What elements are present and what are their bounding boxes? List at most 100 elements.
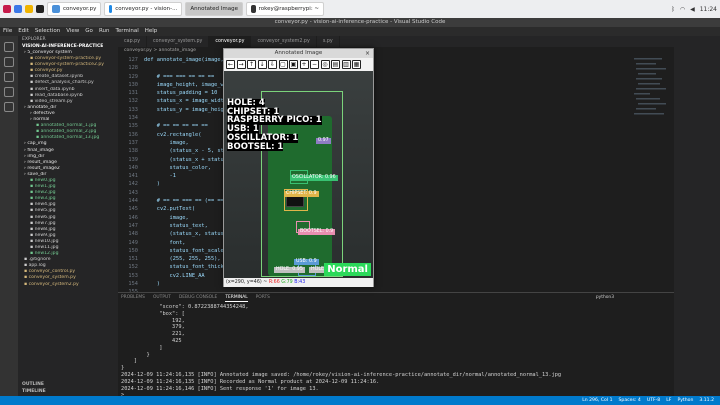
editor-tab[interactable]: cap.py <box>118 36 148 47</box>
folder-item[interactable]: › result_image2 <box>18 166 118 172</box>
minimap[interactable] <box>630 54 674 292</box>
explorer-icon[interactable] <box>4 42 14 52</box>
status-item[interactable]: Spaces: 4 <box>618 398 641 403</box>
image-window-titlebar[interactable]: Annotated Image × <box>224 49 373 58</box>
panel-tab-ports[interactable]: PORTS <box>255 295 270 300</box>
panel-tab-output[interactable]: OUTPUT <box>152 295 171 300</box>
folder-item[interactable]: › annotate_dir <box>18 105 118 111</box>
file-item[interactable]: ▪ new10.jpg <box>18 239 118 245</box>
panel-tab-debug-console[interactable]: DEBUG CONSOLE <box>178 295 218 300</box>
properties-icon[interactable]: ▦ <box>352 60 361 69</box>
taskbar-app-1[interactable]: conveyor.py - vision-... <box>104 2 183 16</box>
folder-item[interactable]: › defective <box>18 111 118 117</box>
bluetooth-icon[interactable]: ᛒ <box>671 5 675 13</box>
taskbar-app-3[interactable]: rokey@raspberrypi: ~ <box>246 2 325 16</box>
terminal-output[interactable]: "score": 0.8722388744354248, "box": [ 19… <box>118 302 674 399</box>
folder-icon[interactable] <box>25 5 33 13</box>
menu-edit[interactable]: Edit <box>18 28 29 34</box>
folder-item[interactable]: › cap_img <box>18 141 118 147</box>
arrow-up-icon[interactable]: ↑ <box>247 60 256 69</box>
file-item[interactable]: ▪ new0.jpg <box>18 178 118 184</box>
raspberry-menu-icon[interactable] <box>3 5 11 13</box>
taskbar-app-0[interactable]: conveyor.py <box>47 2 102 16</box>
file-item[interactable]: ▪ conveyor-system-practice2.py <box>18 62 118 68</box>
file-item[interactable]: ▪ video_stream.py <box>18 99 118 105</box>
menu-file[interactable]: File <box>3 28 13 34</box>
folder-item[interactable]: › 5_conveyor system <box>18 50 118 56</box>
file-item[interactable]: ▪ new12.jpg <box>18 251 118 257</box>
file-item[interactable]: ▪ conveyor-system-practice.py <box>18 56 118 62</box>
arrow-left-icon[interactable]: ← <box>226 60 235 69</box>
folder-item[interactable]: › img_dir <box>18 154 118 160</box>
annotated-photo[interactable]: 0.97 OSCILLATOR: 0.96 CHIPSET: 0.9 BOOTS… <box>224 71 373 278</box>
status-item[interactable]: 3.11.2 <box>699 398 714 403</box>
editor-tab[interactable]: s.py <box>317 36 340 47</box>
file-item[interactable]: ▪ new3.jpg <box>18 196 118 202</box>
file-item[interactable]: ▪ read_database.ipynb <box>18 93 118 99</box>
file-item[interactable]: ▪ conveyor.py <box>18 68 118 74</box>
volume-icon[interactable]: ◀ <box>690 5 695 13</box>
status-item[interactable]: LF <box>666 398 672 403</box>
timeline-section[interactable]: TIMELINE <box>22 389 46 394</box>
source-control-icon[interactable] <box>4 72 14 82</box>
file-item[interactable]: ▪ new7.jpg <box>18 221 118 227</box>
file-item[interactable]: ▪ new9.jpg <box>18 233 118 239</box>
file-item[interactable]: ▪ new11.jpg <box>18 245 118 251</box>
copy-icon[interactable]: ▥ <box>341 60 351 69</box>
close-icon[interactable]: × <box>364 50 370 57</box>
folder-item[interactable]: › result_image <box>18 160 118 166</box>
file-item[interactable]: ▪ conveyor_control.py <box>18 269 118 275</box>
arrow-right-icon[interactable]: → <box>236 60 246 69</box>
wifi-icon[interactable]: ◠ <box>679 5 686 13</box>
terminal-icon[interactable] <box>36 5 44 13</box>
file-item[interactable]: ▪ new8.jpg <box>18 227 118 233</box>
file-item[interactable]: ▪ new4.jpg <box>18 202 118 208</box>
file-item[interactable]: ▪ annotated_normal_13.jpg <box>18 135 118 141</box>
run-debug-icon[interactable] <box>4 87 14 97</box>
folder-item[interactable]: › final_image <box>18 148 118 154</box>
file-item[interactable]: ▪ conveyor_system2.py <box>18 282 118 288</box>
terminal-instance-name[interactable]: python3 <box>595 295 614 300</box>
file-item[interactable]: ▪ app.log <box>18 263 118 269</box>
status-item[interactable]: Python <box>677 398 694 403</box>
file-item[interactable]: ▪ new5.jpg <box>18 208 118 214</box>
clock[interactable]: 11:24 <box>699 5 717 13</box>
fit-icon[interactable]: ▢ <box>278 60 288 69</box>
menu-selection[interactable]: Selection <box>34 28 61 34</box>
file-item[interactable]: ▪ create_dataset.ipynb <box>18 74 118 80</box>
project-name[interactable]: VISION-AI-INFERENCE-PRACTICE <box>22 44 104 49</box>
file-item[interactable]: ▪ conveyor_system.py <box>18 275 118 281</box>
file-item[interactable]: ▪ defect_analysis_charts.py <box>18 80 118 86</box>
status-item[interactable]: Ln 296, Col 1 <box>582 398 613 403</box>
folder-item[interactable]: › save_dir <box>18 172 118 178</box>
taskbar-app-2[interactable]: Annotated Image <box>185 2 244 16</box>
search-icon[interactable] <box>4 57 14 67</box>
pan-down-icon[interactable]: ⇩ <box>268 60 277 69</box>
editor-tab[interactable]: conveyor_system2.py <box>251 36 317 47</box>
zoom-out-icon[interactable]: − <box>310 60 319 69</box>
file-item[interactable]: ▪ .gitignore <box>18 257 118 263</box>
zoom-in-icon[interactable]: + <box>299 60 309 69</box>
browser-icon[interactable] <box>14 5 22 13</box>
arrow-down-icon[interactable]: ↓ <box>257 60 267 69</box>
save-icon[interactable]: ▤ <box>331 60 340 69</box>
file-item[interactable]: ▪ new2.jpg <box>18 190 118 196</box>
panel-tab-terminal[interactable]: TERMINAL <box>225 295 248 302</box>
file-item[interactable]: ▪ insert_data.ipynb <box>18 87 118 93</box>
file-item[interactable]: ▪ new1.jpg <box>18 184 118 190</box>
menu-view[interactable]: View <box>66 28 80 34</box>
menu-run[interactable]: Run <box>98 28 110 34</box>
extensions-icon[interactable] <box>4 102 14 112</box>
annotated-image-window[interactable]: Annotated Image × ← → ↑ ↓ ⇩ ▢ ▣ + − ◎ ▤ … <box>223 48 374 287</box>
editor-tab[interactable]: conveyor.py <box>209 36 252 47</box>
zoom-reset-icon[interactable]: ▣ <box>289 60 298 69</box>
breadcrumb[interactable]: conveyor.py > annotate_image <box>124 48 196 53</box>
editor-tab[interactable]: conveyor_system.py <box>147 36 210 47</box>
zoom-icon[interactable]: ◎ <box>320 60 330 69</box>
folder-item[interactable]: › normal <box>18 117 118 123</box>
outline-section[interactable]: OUTLINE <box>22 382 44 387</box>
menu-go[interactable]: Go <box>85 28 93 34</box>
panel-tab-problems[interactable]: PROBLEMS <box>121 295 145 300</box>
file-item[interactable]: ▪ annotated_normal_1.jpg <box>18 123 118 129</box>
